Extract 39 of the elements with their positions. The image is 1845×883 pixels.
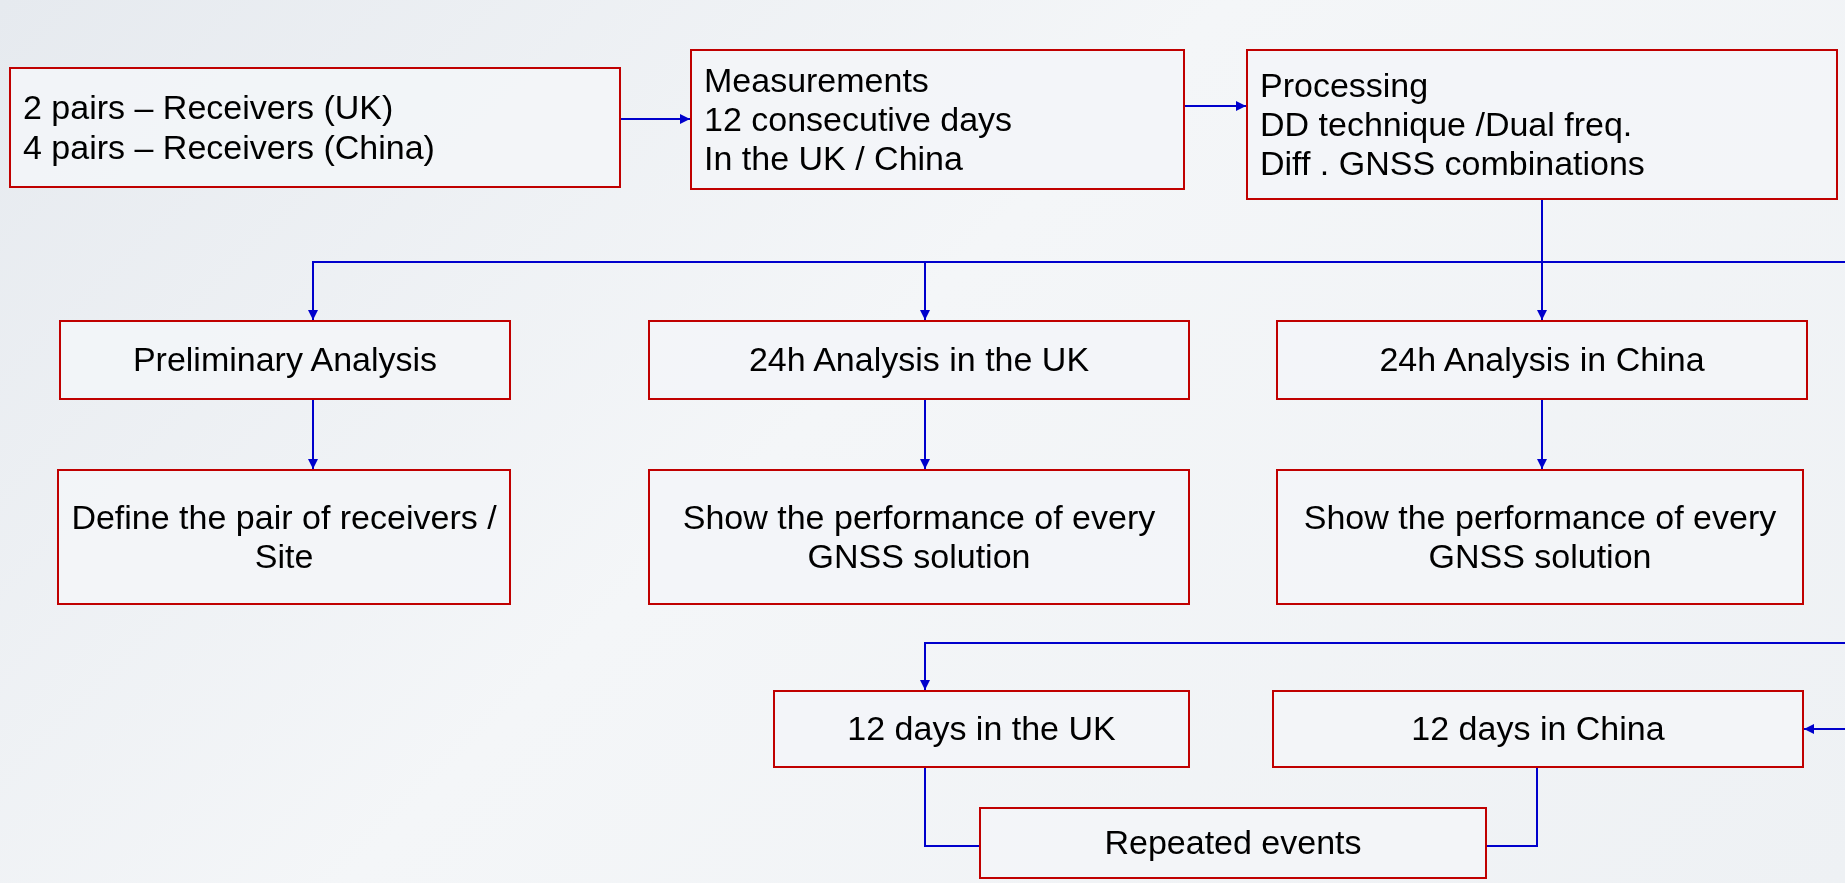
arrow (1184, 101, 1247, 111)
arrow (620, 114, 691, 124)
box-text: 24h Analysis in the UK (748, 340, 1090, 380)
box-text: Preliminary Analysis (132, 340, 438, 380)
arrow (308, 399, 318, 470)
box-text: Diff . GNSS combinations (1260, 144, 1645, 184)
process-box (1246, 49, 1838, 200)
process-box (1276, 469, 1804, 605)
arrow (1537, 399, 1547, 470)
box-text: 24h Analysis in China (1379, 340, 1705, 380)
box-text: 2 pairs – Receivers (UK) (23, 88, 394, 128)
arrow (920, 399, 930, 470)
process-box (648, 469, 1190, 605)
process-box (773, 690, 1190, 768)
connector-line (1486, 767, 1538, 847)
process-box (1276, 320, 1808, 400)
process-box (648, 320, 1190, 400)
box-text: 12 consecutive days (704, 99, 1013, 140)
box-text: Define the pair of receivers / Site (71, 497, 497, 577)
arrow (920, 642, 1845, 691)
box-text: Show the performance of every GNSS solution (681, 497, 1157, 577)
box-text: In the UK / China (704, 139, 963, 179)
box-text: 4 pairs – Receivers (China) (23, 127, 435, 167)
process-box (9, 67, 621, 188)
box-text: DD technique /Dual freq. (1260, 104, 1633, 145)
process-box (690, 49, 1185, 190)
box-text: Repeated events (1104, 823, 1362, 863)
process-box (1272, 690, 1804, 768)
process-box (59, 320, 511, 400)
arrow (1803, 724, 1845, 734)
box-text: Processing (1260, 65, 1429, 105)
box-text: Show the performance of every GNSS solution (1302, 497, 1778, 577)
process-box (57, 469, 511, 605)
process-box (979, 807, 1487, 879)
connector-line (924, 767, 980, 847)
box-text: 12 days in the UK (847, 709, 1116, 749)
box-text: 12 days in China (1411, 709, 1665, 749)
connector-line (1541, 199, 1845, 263)
box-text: Measurements (704, 60, 929, 100)
